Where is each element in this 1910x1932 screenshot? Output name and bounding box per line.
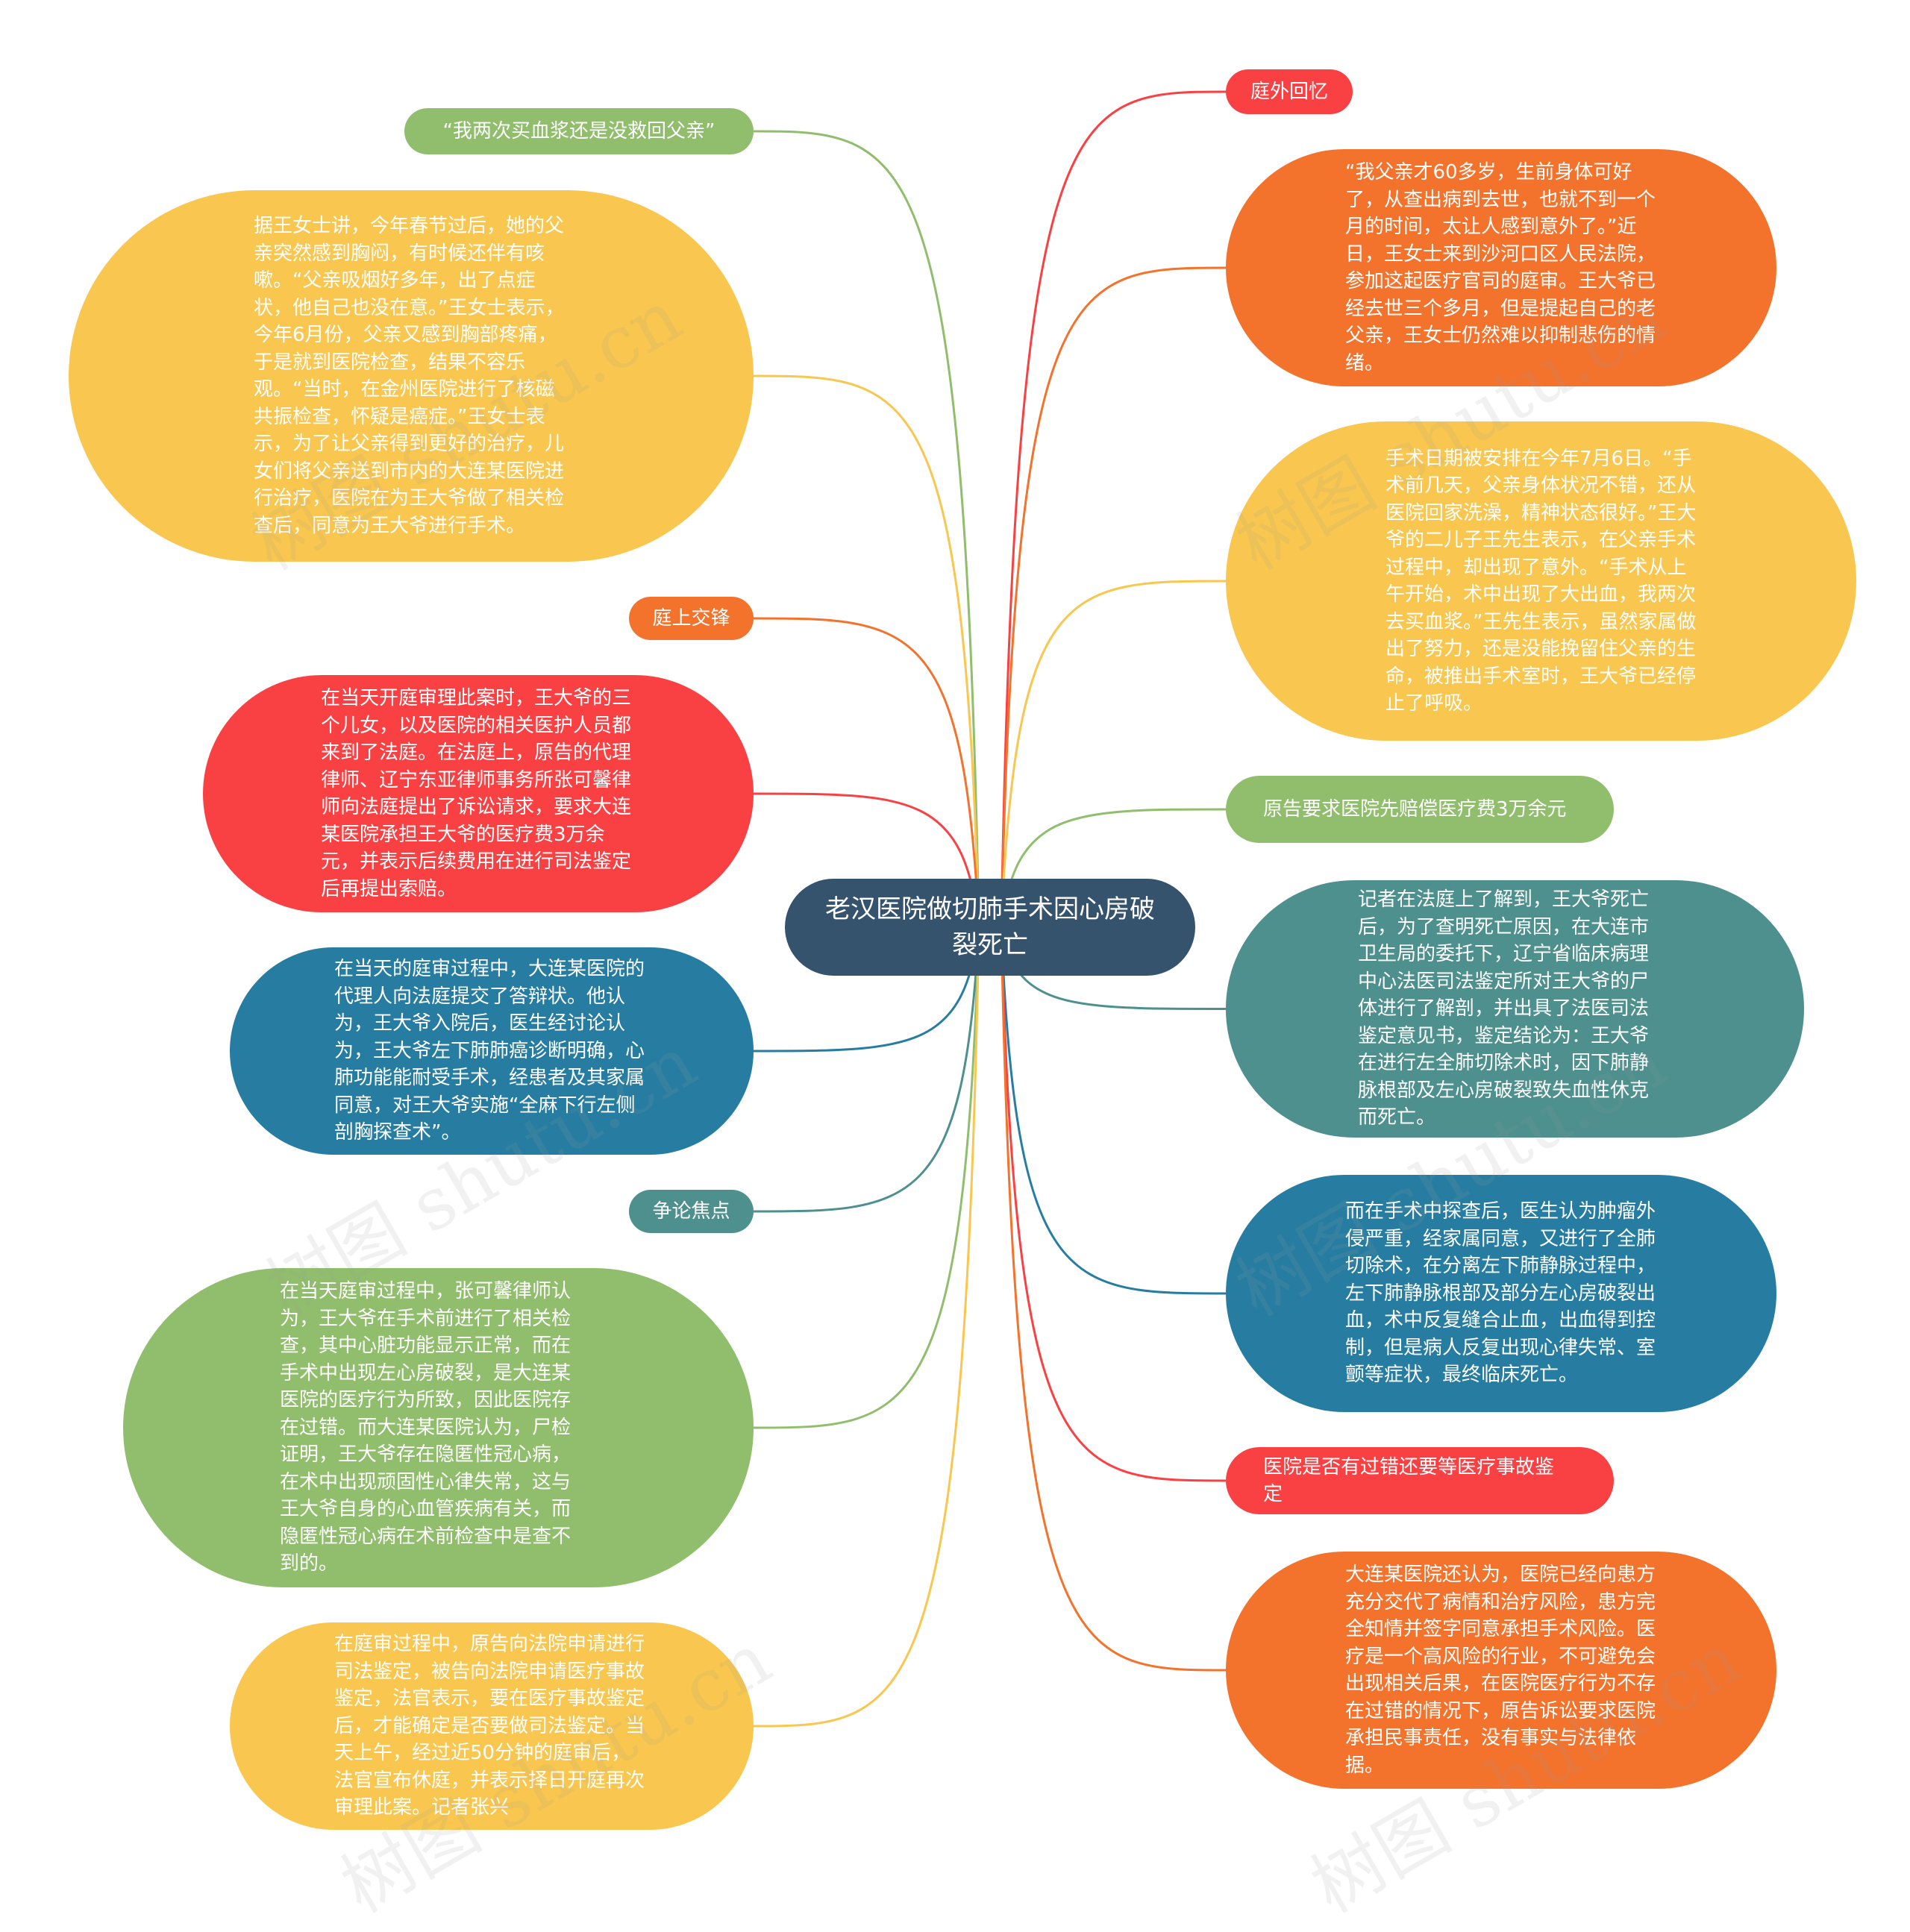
detail-judicial-appraisal-text: 在庭审过程中，原告向法院申请进行司法鉴定，被告向法院申请医疗事故鉴定，法官表示，… [334, 1633, 645, 1819]
branch-courtroom-clash-text: 庭上交锋 [652, 606, 730, 630]
detail-father-symptoms[interactable]: 据王女士讲，今年春节过后，她的父亲突然感到胸闷，有时候还伴有咳嗽。“父亲吸烟好多… [69, 190, 754, 562]
connector-r1 [1000, 90, 1227, 928]
connector-r8 [1000, 926, 1227, 1672]
connector-r6 [1000, 926, 1227, 1295]
connector-l6 [753, 926, 980, 1213]
branch-compensation-demand-text: 原告要求医院先赔偿医疗费3万余元 [1263, 797, 1567, 821]
detail-daughter-grief-text: “我父亲才60多岁，生前身体可好了，从查出病到去世，也就不到一个月的时间，太让人… [1345, 161, 1656, 374]
connector-l8 [753, 926, 980, 1728]
detail-autopsy-conclusion-text: 记者在法庭上了解到，王大爷死亡后，为了查明死亡原因，在大连市卫生局的委托下，辽宁… [1358, 888, 1650, 1129]
detail-surgery-process[interactable]: 而在手术中探查后，医生认为肿瘤外侵严重，经家属同意，又进行了全肺切除术，在分离左… [1226, 1175, 1776, 1412]
detail-hospital-no-fault-text: 大连某医院还认为，医院已经向患方充分交代了病情和治疗风险，患方完全知情并签字同意… [1345, 1564, 1656, 1777]
detail-surgery-accident[interactable]: 手术日期被安排在今年7月6日。“手术前几天，父亲身体状况不错，还从医院回家洗澡，… [1226, 421, 1856, 741]
detail-plaintiff-claim-text: 在当天开庭审理此案时，王大爷的三个儿女，以及医院的相关医护人员都来到了法庭。在法… [321, 687, 632, 900]
connector-r2 [1000, 266, 1227, 928]
connector-l2 [753, 374, 980, 928]
branch-compensation-demand[interactable]: 原告要求医院先赔偿医疗费3万余元 [1226, 776, 1614, 843]
central-topic-text: 老汉医院做切肺手术因心房破裂死亡 [825, 894, 1155, 960]
connector-r3 [1000, 580, 1227, 928]
detail-surgery-process-text: 而在手术中探查后，医生认为肿瘤外侵严重，经家属同意，又进行了全肺切除术，在分离左… [1345, 1200, 1656, 1387]
branch-dispute-focus-text: 争论焦点 [652, 1199, 730, 1223]
connector-r7 [1000, 926, 1227, 1482]
connector-l1 [753, 130, 980, 928]
branch-blood-plasma-quote-text: “我两次买血浆还是没救回父亲” [442, 119, 716, 142]
central-topic[interactable]: 老汉医院做切肺手术因心房破裂死亡 [785, 879, 1195, 976]
detail-surgery-accident-text: 手术日期被安排在今年7月6日。“手术前几天，父亲身体状况不错，还从医院回家洗澡，… [1385, 447, 1697, 715]
detail-hospital-no-fault[interactable]: 大连某医院还认为，医院已经向患方充分交代了病情和治疗风险，患方完全知情并签字同意… [1226, 1552, 1776, 1789]
branch-blood-plasma-quote[interactable]: “我两次买血浆还是没救回父亲” [404, 108, 754, 154]
branch-fault-pending-appraisal[interactable]: 医院是否有过错还要等医疗事故鉴定 [1226, 1447, 1614, 1514]
detail-daughter-grief[interactable]: “我父亲才60多岁，生前身体可好了，从查出病到去世，也就不到一个月的时间，太让人… [1226, 149, 1776, 386]
branch-dispute-focus[interactable]: 争论焦点 [629, 1190, 754, 1233]
branch-fault-pending-appraisal-text: 医院是否有过错还要等医疗事故鉴定 [1263, 1455, 1555, 1506]
detail-judicial-appraisal[interactable]: 在庭审过程中，原告向法院申请进行司法鉴定，被告向法院申请医疗事故鉴定，法官表示，… [230, 1622, 754, 1830]
detail-father-symptoms-text: 据王女士讲，今年春节过后，她的父亲突然感到胸闷，有时候还伴有咳嗽。“父亲吸烟好多… [254, 215, 565, 537]
connector-l7 [753, 926, 980, 1429]
detail-hospital-defense[interactable]: 在当天的庭审过程中，大连某医院的代理人向法庭提交了答辩状。他认为，王大爷入院后，… [230, 947, 754, 1155]
detail-fault-arguments-text: 在当天庭审过程中，张可馨律师认为，王大爷在手术前进行了相关检查，其中心脏功能显示… [280, 1280, 572, 1575]
connector-l3 [753, 617, 980, 928]
branch-out-of-court-memories-text: 庭外回忆 [1250, 80, 1328, 103]
branch-out-of-court-memories[interactable]: 庭外回忆 [1226, 69, 1353, 114]
detail-plaintiff-claim[interactable]: 在当天开庭审理此案时，王大爷的三个儿女，以及医院的相关医护人员都来到了法庭。在法… [203, 675, 754, 912]
detail-autopsy-conclusion[interactable]: 记者在法庭上了解到，王大爷死亡后，为了查明死亡原因，在大连市卫生局的委托下，辽宁… [1226, 880, 1804, 1138]
detail-hospital-defense-text: 在当天的庭审过程中，大连某医院的代理人向法庭提交了答辩状。他认为，王大爷入院后，… [334, 958, 645, 1144]
detail-fault-arguments[interactable]: 在当天庭审过程中，张可馨律师认为，王大爷在手术前进行了相关检查，其中心脏功能显示… [123, 1268, 754, 1587]
branch-courtroom-clash[interactable]: 庭上交锋 [629, 597, 754, 640]
